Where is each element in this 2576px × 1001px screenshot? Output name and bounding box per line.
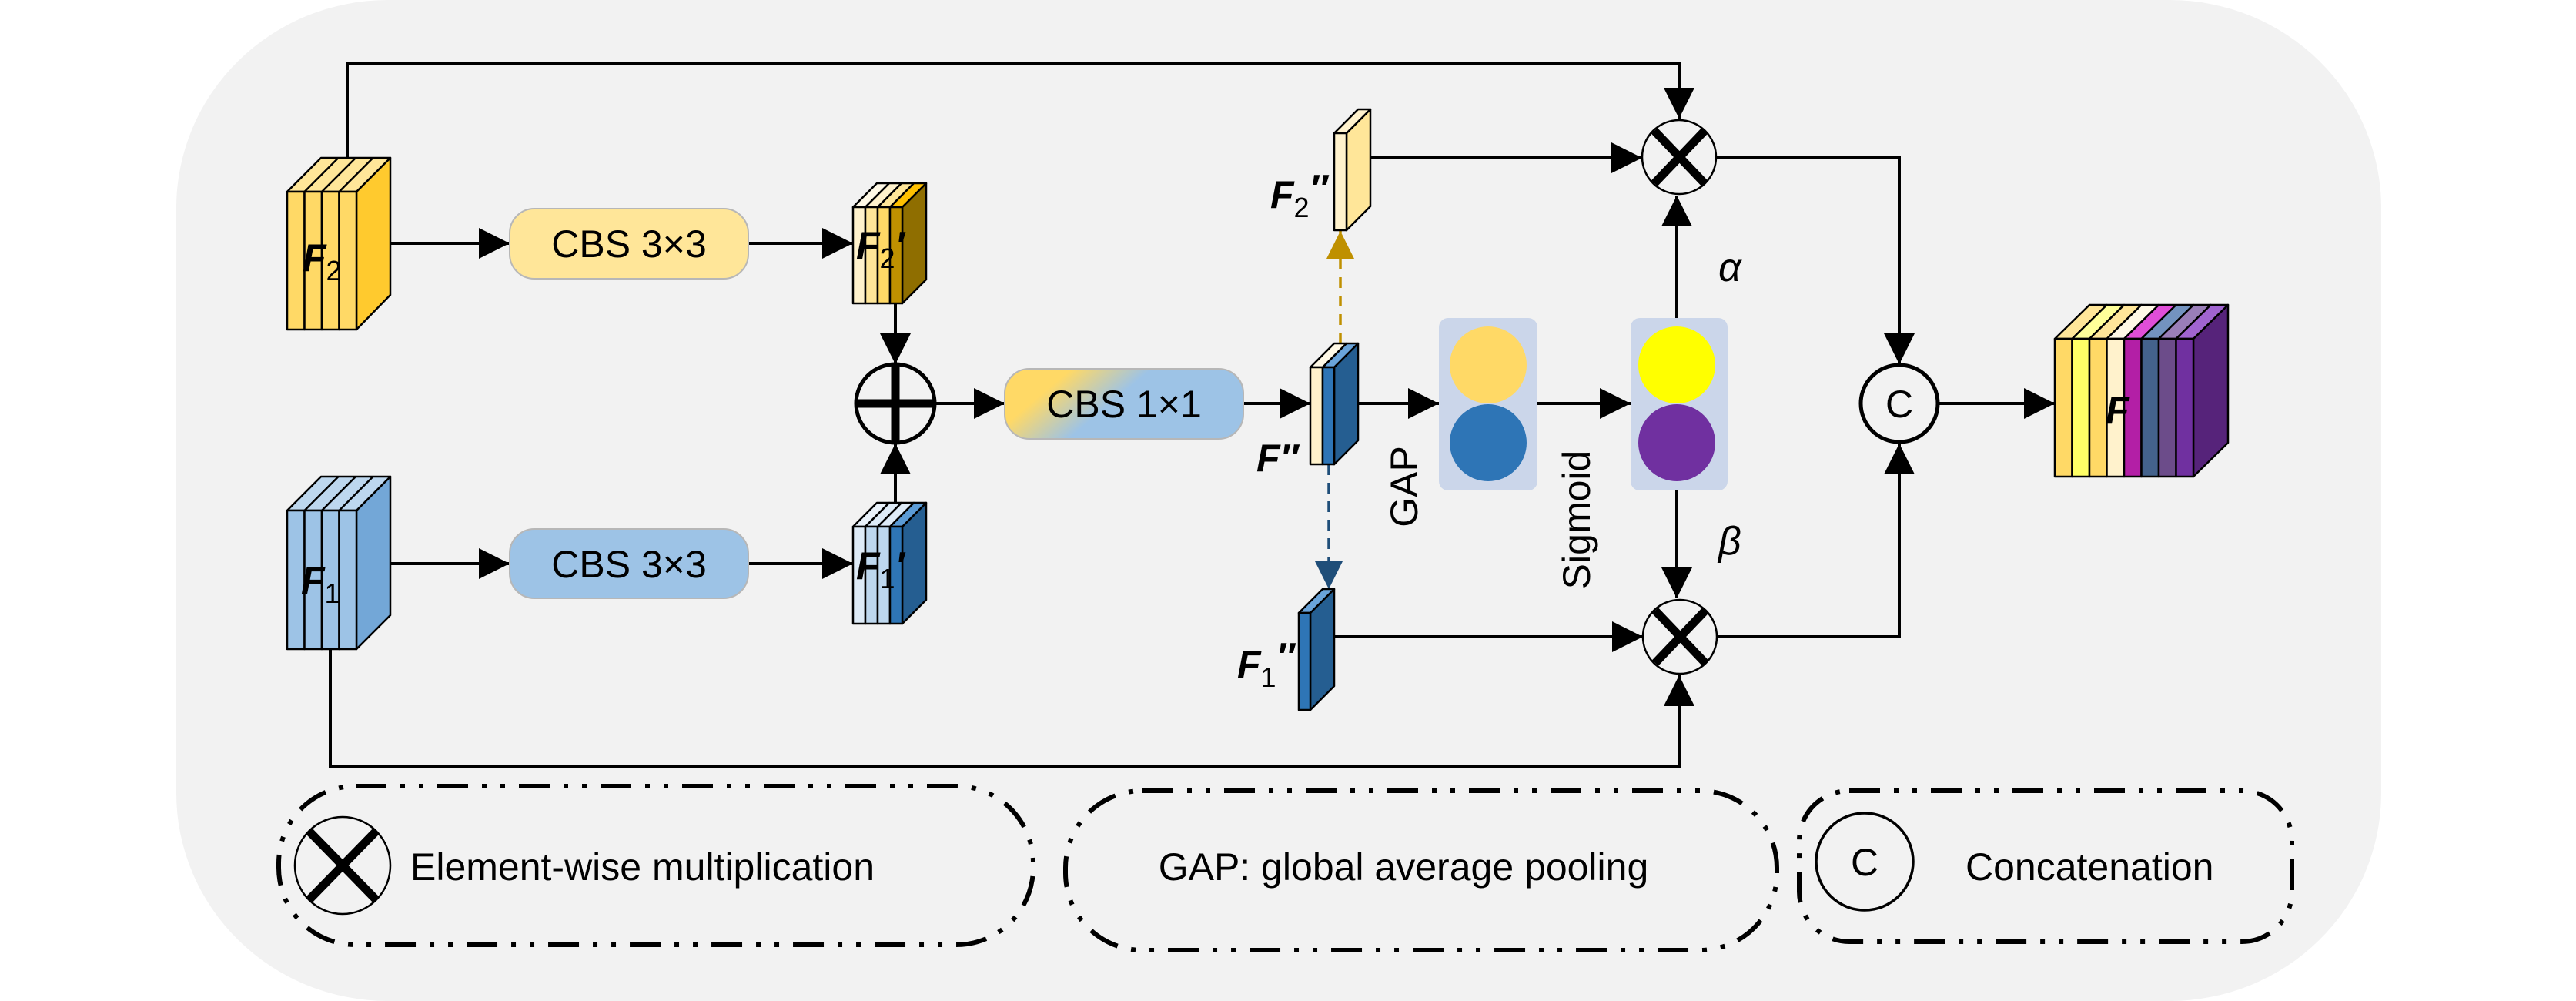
tensor-f2-prime: F2′: [851, 182, 928, 305]
tensor-f-output: F: [2053, 303, 2230, 478]
tensor-f1-prime-label: F1′: [856, 544, 906, 594]
multiply-operator-top: [1641, 119, 1718, 196]
tensor-f1-dprime: F1″: [1237, 588, 1336, 711]
legend-item-multiplication: Element-wise multiplication: [276, 784, 1035, 947]
tensor-f2-dprime: F2″: [1270, 108, 1372, 232]
legend: Element-wise multiplication GAP: global …: [276, 784, 2294, 952]
tensor-f2-label: F2: [303, 236, 342, 286]
output-channel: [2175, 337, 2195, 478]
multiply-operator-bottom: [1641, 598, 1718, 675]
tensor-f1-dprime-label: F1″: [1237, 635, 1296, 693]
sigmoid-alpha-weight: [1638, 326, 1715, 403]
legend-multiplication-text: Element-wise multiplication: [410, 845, 875, 889]
output-channel: [2053, 337, 2073, 478]
output-channel: [2071, 337, 2091, 478]
legend-concat-icon: [1815, 812, 1915, 912]
tensor-f1-label: F1: [301, 559, 340, 609]
edge-f2-skip: [346, 62, 1694, 158]
output-channel: [2157, 337, 2177, 478]
tensor-f2-prime-label: F2′: [856, 224, 906, 274]
gap-channel-f1: [1450, 404, 1527, 481]
tensor-f-output-label: F: [2106, 389, 2130, 432]
cbs-top-label: CBS 3×3: [551, 223, 707, 266]
tensor-f1: F1: [286, 475, 392, 651]
legend-item-gap: GAP: global average pooling: [1063, 788, 1779, 952]
tensor-f2-dprime-label: F2″: [1270, 167, 1330, 223]
alpha-label: α: [1718, 246, 1742, 290]
gap-vector: [1439, 318, 1537, 490]
edge-f1-skip: [329, 649, 1694, 768]
concat-operator: C: [1858, 363, 1940, 444]
legend-gap-text: GAP: global average pooling: [1159, 845, 1649, 889]
sigmoid-label: Sigmoid: [1555, 450, 1598, 590]
beta-label: β: [1717, 519, 1741, 564]
gap-label: GAP: [1383, 446, 1426, 527]
tensor-f1-prime: F1′: [851, 501, 928, 625]
tensor-f-dprime: F″: [1256, 342, 1360, 480]
cbs-3x3-top: CBS 3×3: [509, 208, 749, 280]
add-operator: [854, 362, 937, 445]
legend-concat-symbol: C: [1851, 841, 1878, 884]
edge-mul-top-concat: [1716, 156, 1915, 364]
legend-concatenation-text: Concatenation: [1965, 845, 2213, 889]
tensor-f2: F2: [286, 156, 392, 331]
sigmoid-beta-weight: [1638, 404, 1715, 481]
cbs-3x3-bottom: CBS 3×3: [509, 528, 749, 599]
output-channel: [2088, 337, 2108, 478]
sigmoid-weights: [1631, 318, 1728, 490]
legend-item-concatenation: C Concatenation: [1797, 788, 2294, 944]
edge-mul-bottom-concat: [1717, 444, 1915, 638]
cbs-fuse-label: CBS 1×1: [1046, 383, 1202, 426]
cbs-bottom-label: CBS 3×3: [551, 543, 707, 586]
concat-symbol: C: [1885, 383, 1913, 426]
gap-channel-f2: [1450, 326, 1527, 403]
tensor-f-dprime-label: F″: [1256, 437, 1300, 480]
cbs-1x1-fuse: CBS 1×1: [1004, 368, 1244, 440]
output-channel: [2140, 337, 2160, 478]
edges: [329, 62, 2055, 768]
